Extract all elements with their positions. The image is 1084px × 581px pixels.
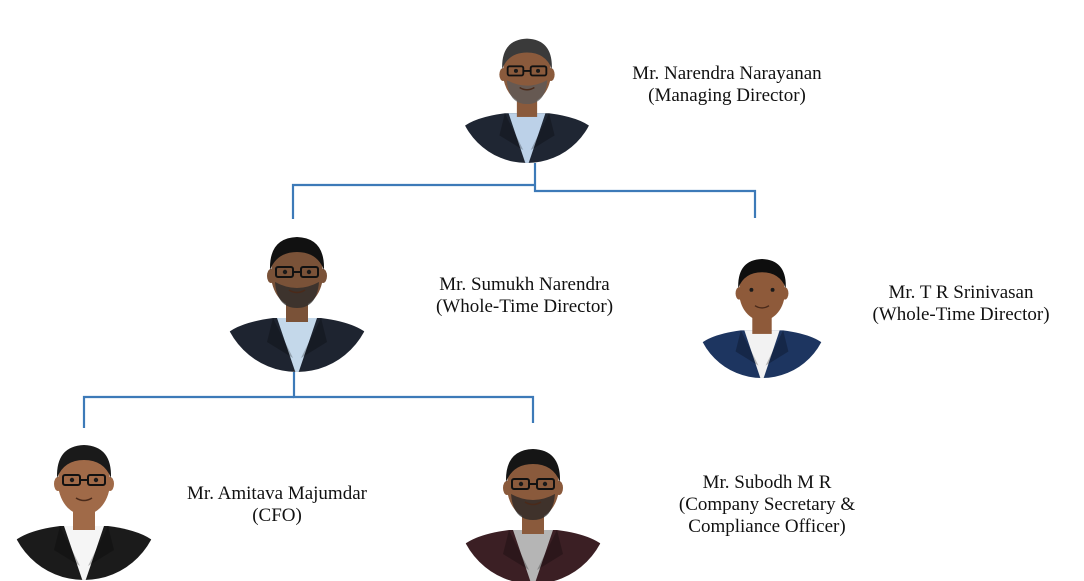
shirt: [744, 330, 780, 378]
lapel-right: [301, 318, 327, 358]
hair: [56, 445, 112, 478]
label-subodh-m-r: Mr. Subodh M R (Company Secretary & Comp…: [642, 472, 892, 538]
ear-right: [319, 269, 327, 283]
lapel-left: [54, 526, 80, 566]
label-t-r-srinivasan: Mr. T R Srinivasan (Whole-Time Director): [838, 282, 1084, 326]
portrait-narendra-narayanan: [457, 23, 597, 163]
face: [58, 449, 110, 515]
mouth: [754, 305, 770, 309]
connector-lines: [82, 163, 757, 428]
eye-right: [542, 481, 548, 487]
ear-left: [267, 269, 275, 283]
eye-right: [93, 477, 99, 483]
connector-md-to-directors: [533, 163, 757, 218]
ear-left: [499, 68, 507, 82]
lapel-left: [499, 113, 524, 151]
hair: [269, 237, 325, 270]
portrait-sumukh-narendra: [221, 220, 373, 372]
ear-right: [547, 68, 555, 82]
shirt: [277, 318, 317, 372]
face: [739, 262, 785, 321]
portrait-subodh-m-r: [457, 432, 609, 581]
shirt: [508, 113, 546, 163]
eye-left: [69, 477, 75, 483]
label-amitava-majumdar: Mr. Amitava Majumdar (CFO): [142, 483, 412, 527]
label-sumukh-narendra: Mr. Sumukh Narendra (Whole-Time Director…: [392, 274, 657, 318]
lapel-left: [735, 330, 759, 366]
lapel-right: [88, 526, 114, 566]
person-role: (CFO): [252, 505, 302, 526]
eye-left: [282, 269, 288, 275]
beard: [506, 80, 548, 105]
person-role: (Managing Director): [648, 85, 806, 106]
person-name: Mr. Subodh M R: [702, 472, 832, 493]
hair: [505, 449, 561, 482]
lapel-right: [765, 330, 789, 366]
mouth: [524, 501, 542, 506]
ear-left: [735, 287, 743, 300]
person-name: Mr. Sumukh Narendra: [439, 274, 610, 295]
hair: [738, 258, 786, 289]
beard: [275, 282, 319, 308]
label-narendra-narayanan: Mr. Narendra Narayanan (Managing Directo…: [592, 63, 862, 107]
person-name: Mr. Amitava Majumdar: [187, 483, 367, 504]
lapel-left: [503, 530, 529, 570]
lapel-right: [530, 113, 555, 151]
hair: [502, 38, 552, 70]
person-role: (Whole-Time Director): [872, 304, 1050, 325]
mouth: [519, 86, 535, 91]
eye-right: [770, 287, 775, 292]
ear-left: [503, 481, 511, 495]
eye-right: [536, 68, 541, 73]
eye-right: [306, 269, 312, 275]
ear-right: [781, 287, 789, 300]
connector-sumukh-to-cfo: [82, 395, 294, 428]
mouth: [75, 497, 93, 502]
person-role-line-2: Compliance Officer): [688, 516, 846, 537]
ear-left: [54, 477, 62, 491]
connector-sumukh-to-reports: [292, 372, 535, 423]
ear-right: [106, 477, 114, 491]
eye-left: [513, 68, 518, 73]
portrait-amitava-majumdar: [8, 428, 160, 580]
beard: [511, 494, 555, 520]
lapel-right: [537, 530, 563, 570]
ear-right: [555, 481, 563, 495]
shirt: [513, 530, 553, 581]
person-name: Mr. T R Srinivasan: [888, 282, 1034, 303]
person-role: (Whole-Time Director): [435, 296, 614, 317]
person-name: Mr. Narendra Narayanan: [632, 63, 822, 84]
eye-left: [749, 287, 754, 292]
shirt: [64, 526, 104, 580]
mouth: [288, 289, 306, 294]
eye-left: [518, 481, 524, 487]
portrait-t-r-srinivasan: [695, 244, 829, 378]
lapel-left: [267, 318, 293, 358]
person-role: (Company Secretary &: [678, 494, 856, 515]
connector-md-to-sumukh: [291, 183, 535, 219]
